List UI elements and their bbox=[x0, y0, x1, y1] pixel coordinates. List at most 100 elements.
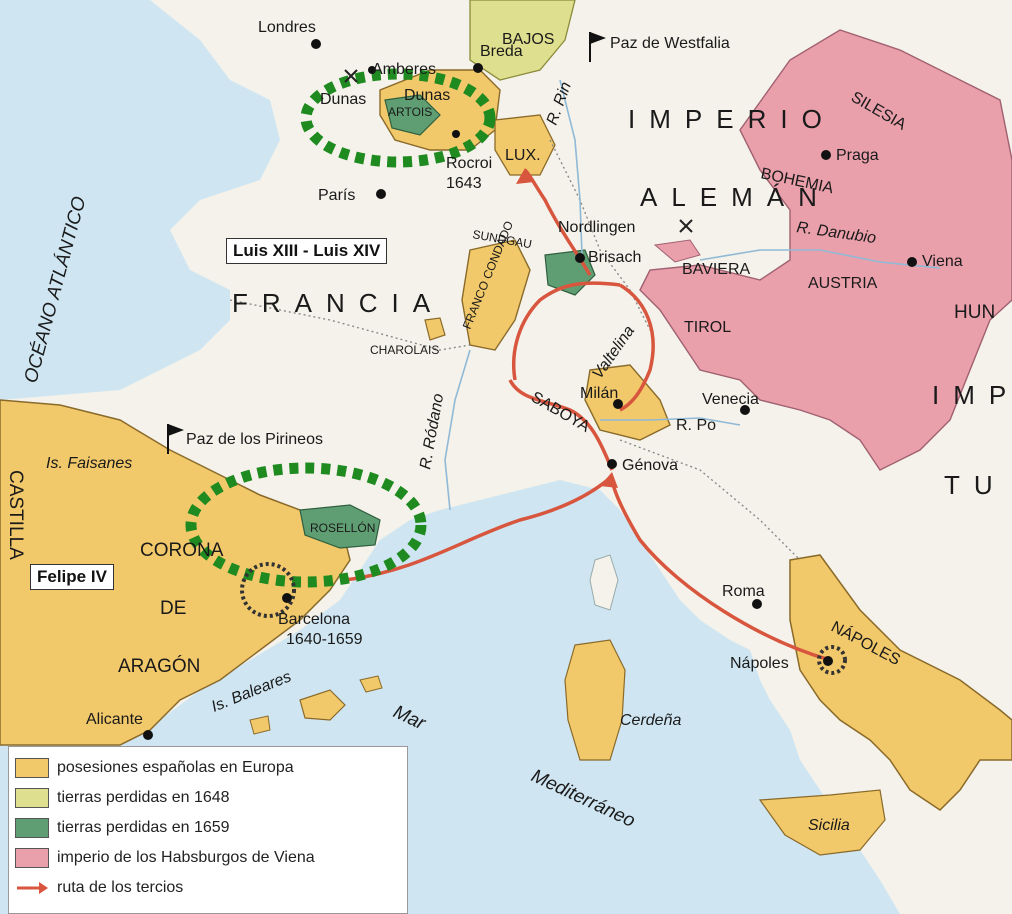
label-paz-pirineos: Paz de los Pirineos bbox=[186, 431, 323, 448]
mallorca bbox=[299, 689, 346, 721]
label-sicilia: Sicilia bbox=[808, 817, 850, 834]
label-luis: Luis XIII - Luis XIV bbox=[226, 238, 388, 264]
legend: posesiones españolas en Europa tierras p… bbox=[8, 746, 408, 914]
highlight-ring-south bbox=[185, 462, 427, 588]
franco-condado bbox=[461, 239, 531, 351]
city-viena: Viena bbox=[922, 253, 963, 270]
river-rhine bbox=[559, 79, 583, 256]
label-de: DE bbox=[160, 598, 186, 619]
legend-swatch bbox=[15, 818, 49, 838]
label-tu: TU bbox=[944, 470, 1007, 500]
border-line bbox=[619, 439, 801, 561]
brisach-area bbox=[653, 239, 701, 263]
battle-icon bbox=[344, 69, 693, 233]
label-charolais: CHAROLAIS bbox=[370, 343, 439, 357]
charolais bbox=[424, 317, 446, 341]
route-tercios bbox=[512, 281, 621, 381]
legend-item-habsburg: imperio de los Habsburgos de Viena bbox=[15, 845, 315, 871]
legend-item-lost-1659: tierras perdidas en 1659 bbox=[15, 815, 230, 841]
siege-napoles-icon bbox=[817, 645, 847, 675]
ibiza bbox=[249, 715, 271, 735]
route-arrowhead bbox=[516, 168, 534, 184]
corsica bbox=[589, 554, 619, 611]
label-r-po: R. Po bbox=[676, 417, 716, 434]
highlight-ring-north bbox=[300, 68, 496, 168]
label-imp: IMP bbox=[932, 380, 1012, 410]
river-danube bbox=[699, 249, 941, 269]
city-napoles: Nápoles bbox=[730, 655, 789, 672]
city-nordlingen: Nordlingen bbox=[558, 219, 635, 236]
label-corona: CORONA bbox=[140, 540, 224, 561]
naples-kingdom bbox=[789, 554, 1012, 811]
city-roma: Roma bbox=[722, 583, 765, 600]
habsburg-empire bbox=[639, 29, 1012, 471]
river-po bbox=[600, 417, 741, 426]
city-barcelona: Barcelona bbox=[278, 611, 350, 628]
label-tirol: TIROL bbox=[684, 319, 731, 336]
route-tercios bbox=[610, 479, 831, 662]
city-alicante: Alicante bbox=[86, 711, 143, 728]
label-francia: FRANCIA bbox=[232, 288, 444, 318]
legend-label: tierras perdidas en 1659 bbox=[57, 819, 230, 836]
luxembourg bbox=[494, 114, 556, 176]
city-amberes: Amberes bbox=[372, 61, 436, 78]
legend-item-route: ruta de los tercios bbox=[15, 875, 183, 901]
legend-swatch bbox=[15, 758, 49, 778]
legend-label: ruta de los tercios bbox=[57, 879, 184, 896]
flag-icon bbox=[167, 32, 606, 454]
label-artois: ARTOIS bbox=[388, 105, 432, 119]
label-baviera: BAVIERA bbox=[682, 261, 751, 278]
border-line bbox=[229, 299, 471, 351]
label-paz-westfalia: Paz de Westfalia bbox=[610, 35, 730, 52]
city-dunas: Dunas bbox=[320, 91, 366, 108]
label-hun: HUN bbox=[954, 302, 995, 323]
label-rocroi-year: 1643 bbox=[446, 175, 482, 192]
label-castilla: CASTILLA bbox=[5, 470, 26, 560]
legend-label: tierras perdidas en 1648 bbox=[57, 789, 230, 806]
city-breda: Breda bbox=[480, 43, 523, 60]
legend-swatch bbox=[15, 788, 49, 808]
legend-item-possessions: posesiones españolas en Europa bbox=[15, 755, 294, 781]
label-imperio: IMPERIO bbox=[628, 104, 836, 134]
rosellon bbox=[299, 504, 381, 549]
label-lux: LUX. bbox=[505, 147, 541, 164]
label-austria: AUSTRIA bbox=[808, 275, 878, 292]
label-bajos: BAJOS bbox=[502, 31, 554, 48]
legend-label: posesiones españolas en Europa bbox=[57, 759, 294, 776]
label-felipe: Felipe IV bbox=[30, 564, 114, 590]
england bbox=[240, 0, 370, 55]
artois bbox=[384, 94, 441, 136]
milanesado bbox=[584, 364, 671, 441]
river-rhone bbox=[444, 349, 471, 511]
label-aragon: ARAGÓN bbox=[118, 655, 200, 677]
city-praga: Praga bbox=[836, 147, 879, 164]
label-is-faisanes: Is. Faisanes bbox=[46, 455, 132, 472]
city-brisach: Brisach bbox=[588, 249, 641, 266]
label-aleman: ALEMÁN bbox=[640, 182, 831, 212]
route-arrowhead bbox=[600, 472, 618, 488]
border-line bbox=[549, 139, 651, 331]
city-dots bbox=[143, 39, 917, 740]
city-milan: Milán bbox=[580, 385, 618, 402]
menorca bbox=[359, 675, 383, 693]
sardinia bbox=[564, 639, 626, 761]
city-genova: Génova bbox=[622, 457, 678, 474]
city-paris: París bbox=[318, 187, 355, 204]
siege-barcelona-icon bbox=[240, 562, 296, 618]
city-venecia: Venecia bbox=[702, 391, 759, 408]
route-tercios bbox=[344, 476, 612, 582]
legend-swatch bbox=[15, 848, 49, 868]
route-tercios bbox=[619, 283, 655, 412]
route-tercios bbox=[508, 379, 614, 471]
bajos bbox=[469, 0, 576, 81]
legend-label: imperio de los Habsburgos de Viena bbox=[57, 849, 315, 866]
legend-item-lost-1648: tierras perdidas en 1648 bbox=[15, 785, 230, 811]
route-arrow-icon bbox=[15, 878, 49, 898]
label-rosellon: ROSELLÓN bbox=[310, 520, 375, 535]
city-dunas-2: Dunas bbox=[404, 87, 450, 104]
city-rocroi: Rocroi bbox=[446, 155, 492, 172]
city-londres: Londres bbox=[258, 19, 316, 36]
sicily bbox=[758, 789, 886, 856]
